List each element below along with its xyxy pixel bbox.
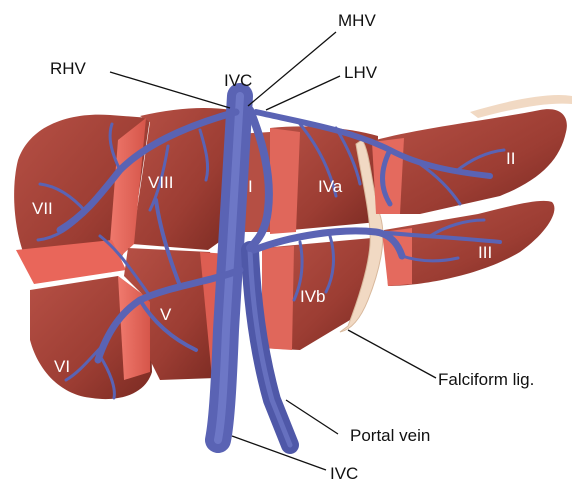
mhv-leader: [248, 32, 336, 106]
segment-v-label: V: [160, 305, 172, 324]
segment-iva-label: IVa: [318, 177, 343, 196]
rhv-leader: [110, 72, 230, 108]
segment-ii-label: II: [506, 149, 515, 168]
segment-i-label: I: [248, 177, 253, 196]
cut-face-iva: [270, 128, 300, 234]
segment-vii-label: VII: [32, 199, 53, 218]
segment-ivb-label: IVb: [300, 287, 326, 306]
segment-vi-label: VI: [54, 357, 70, 376]
ivc-bottom-label: IVC: [330, 464, 358, 483]
segment-iii-label: III: [478, 243, 492, 262]
portal-vein-label: Portal vein: [350, 426, 430, 445]
lhv-label: LHV: [344, 63, 378, 82]
falciform-leader: [348, 330, 436, 378]
ivc-top-label: IVC: [224, 71, 252, 90]
mhv-label: MHV: [338, 11, 376, 30]
segment-viii-label: VIII: [148, 173, 174, 192]
rhv-label: RHV: [50, 59, 87, 78]
falciform-label: Falciform lig.: [438, 370, 534, 389]
portal-vein-leader: [286, 400, 338, 434]
